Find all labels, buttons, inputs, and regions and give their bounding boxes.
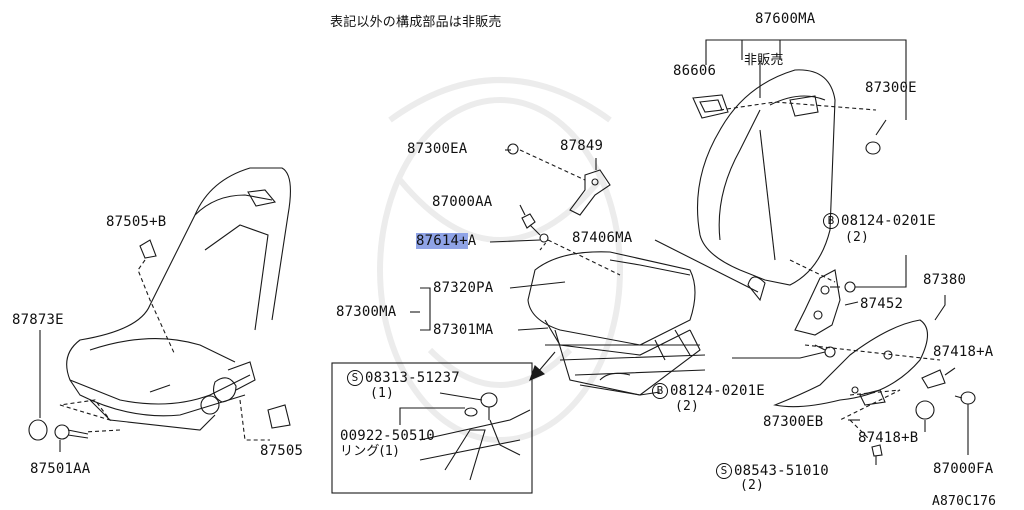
label-08124-bot-qty: (2) [675, 399, 700, 414]
label-87300eb[interactable]: 87300EB [763, 414, 824, 430]
label-86606[interactable]: 86606 [673, 63, 717, 79]
knob-87873e-shape [28, 419, 48, 441]
pad-86606-shape [692, 94, 729, 119]
screw-87300ea-shape [507, 143, 519, 155]
label-08124-top-number: 08124-0201E [841, 213, 936, 229]
label-87614a[interactable]: 87614+A [416, 233, 476, 249]
cover-87380-shape [773, 319, 929, 408]
bolt-87501aa-shape [54, 424, 89, 440]
b-symbol-icon: B [652, 383, 668, 399]
header-note: 表記以外の構成部品は非販売 [330, 15, 502, 30]
label-08124-bot-number: 08124-0201E [670, 383, 765, 399]
label-87000fa[interactable]: 87000FA [933, 461, 994, 477]
figure-code: A870C176 [932, 494, 997, 509]
clip-87505b-shape [139, 239, 157, 259]
label-08543-number: 08543-51010 [734, 463, 829, 479]
label-87320pa[interactable]: 87320PA [433, 280, 494, 296]
b-symbol-icon: B [823, 213, 839, 229]
label-87380[interactable]: 87380 [923, 272, 967, 288]
label-87614a-highlight: 87614+ [416, 233, 468, 249]
recliner-87452-shape [794, 269, 841, 336]
label-87406ma[interactable]: 87406MA [572, 230, 633, 246]
label-08313-qty: (1) [370, 386, 395, 401]
knob-87418b-shape [915, 400, 935, 420]
label-87873e[interactable]: 87873E [12, 312, 64, 328]
screw-08543-shape [871, 444, 883, 465]
knob-87418a-shape [921, 369, 946, 389]
label-87600ma[interactable]: 87600MA [755, 11, 816, 27]
label-87849[interactable]: 87849 [560, 138, 604, 154]
bracket-87849-shape [569, 169, 611, 216]
screw-87000fa-shape [954, 391, 976, 455]
screw-87300e-shape [865, 141, 881, 155]
bolt-87000aa-shape [521, 213, 541, 236]
detail-box-drawing [399, 392, 531, 481]
label-08313-number: 08313-51237 [365, 370, 460, 386]
label-87300ma[interactable]: 87300MA [336, 304, 397, 320]
detail-box-outline [331, 362, 533, 494]
bolt-08124-top-shape [844, 281, 856, 293]
s-symbol-icon: S [347, 370, 363, 386]
label-87614a-suffix: A [467, 233, 477, 249]
arrow-shaft [537, 351, 556, 373]
label-87505[interactable]: 87505 [260, 443, 304, 459]
label-87000aa[interactable]: 87000AA [432, 194, 493, 210]
s-symbol-icon: S [716, 463, 732, 479]
label-87505b[interactable]: 87505+B [106, 214, 167, 230]
label-00922[interactable]: 00922-50510 [340, 428, 435, 444]
label-08543-qty: (2) [740, 478, 765, 493]
cover-87406ma-shape [747, 276, 766, 302]
left-seat-drawing [59, 167, 291, 441]
label-not-sold: 非販売 [744, 53, 784, 68]
label-87418b[interactable]: 87418+B [858, 430, 919, 446]
label-87418a[interactable]: 87418+A [933, 344, 994, 360]
clip-87505-shape [267, 404, 291, 429]
label-87501aa[interactable]: 87501AA [30, 461, 91, 477]
watermark-emblem [377, 77, 623, 443]
seatback-87600ma-drawing [696, 69, 836, 302]
seat-cushion-drawing [527, 239, 706, 396]
label-87300e[interactable]: 87300E [865, 80, 917, 96]
clip-87300eb-shape [859, 389, 886, 406]
nut-87614a-shape [539, 233, 549, 243]
label-08124-top-qty: (2) [845, 230, 870, 245]
label-87301ma[interactable]: 87301MA [433, 322, 494, 338]
label-00922-desc: リング(1) [340, 444, 399, 459]
label-87452[interactable]: 87452 [860, 296, 904, 312]
label-87300ea[interactable]: 87300EA [407, 141, 468, 157]
